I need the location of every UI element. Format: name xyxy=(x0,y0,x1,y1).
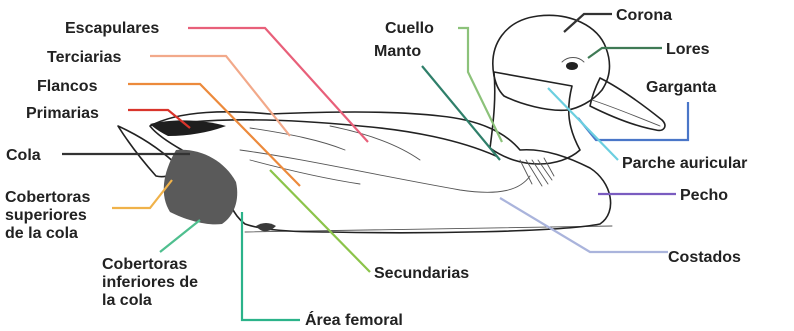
tertial-detail xyxy=(250,128,345,150)
label-cobertoras-superiores-line2: superiores xyxy=(5,207,87,224)
label-cobertoras-superiores-line1: Cobertoras xyxy=(5,189,90,206)
label-pecho: Pecho xyxy=(680,187,728,204)
secundarias-edge xyxy=(250,160,360,184)
label-terciarias: Terciarias xyxy=(47,49,122,66)
label-escapulares: Escapulares xyxy=(65,20,159,37)
label-cobertoras-inferiores-line2: inferiores de xyxy=(102,274,198,291)
label-cola: Cola xyxy=(6,147,41,164)
secundarias-line xyxy=(270,170,370,272)
label-flancos: Flancos xyxy=(37,78,98,95)
duck-eye xyxy=(566,62,578,70)
label-cobertoras-superiores-line3: de la cola xyxy=(5,225,78,242)
label-lores: Lores xyxy=(666,41,710,58)
label-cobertoras-inferiores-line1: Cobertoras xyxy=(102,256,187,273)
label-cobertoras-inferiores: Cobertoras inferiores de la cola xyxy=(102,256,202,309)
cobertoras-superiores-line xyxy=(112,180,172,208)
label-secundarias: Secundarias xyxy=(374,265,469,282)
parche-auricular-line xyxy=(548,88,618,160)
wing-outline xyxy=(190,120,496,156)
label-area-femoral: Área femoral xyxy=(305,310,403,329)
duck-eye-ring xyxy=(562,58,584,63)
label-primarias: Primarias xyxy=(26,105,99,122)
label-manto: Manto xyxy=(374,43,421,60)
part-labels: Escapulares Terciarias Flancos Primarias… xyxy=(5,7,747,329)
label-parche-auricular: Parche auricular xyxy=(622,155,747,172)
label-garganta: Garganta xyxy=(646,79,716,96)
label-costados: Costados xyxy=(668,249,741,266)
cobertoras-inferiores-line xyxy=(160,220,200,252)
wing-lower-edge xyxy=(240,150,530,192)
lores-line xyxy=(588,48,662,58)
costados-line xyxy=(500,198,668,252)
corona-line xyxy=(564,14,612,32)
label-cobertoras-superiores: Cobertoras superiores de la cola xyxy=(5,189,95,242)
label-corona: Corona xyxy=(616,7,672,24)
upper-tail-coverts-shape xyxy=(164,150,237,225)
primaries-shape xyxy=(150,120,226,136)
label-cuello: Cuello xyxy=(385,20,434,37)
label-cobertoras-inferiores-line3: la cola xyxy=(102,292,152,309)
